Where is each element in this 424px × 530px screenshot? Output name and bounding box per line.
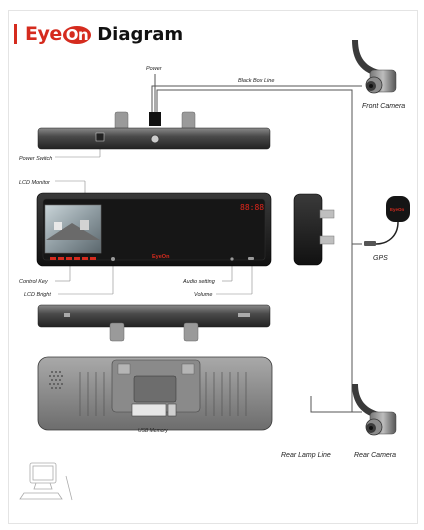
black-box-wire-b <box>156 89 362 245</box>
mirror-bottom-view <box>37 304 271 342</box>
gps-label: GPS <box>373 255 388 262</box>
mirror-front-view: 88:88 EyeOn <box>36 192 272 267</box>
black-box-wire-a <box>151 85 348 112</box>
usb-memory-slot[interactable] <box>131 403 167 417</box>
front-camera-icon <box>352 40 397 94</box>
led-display: 88:88 <box>240 203 264 212</box>
wiring <box>151 74 362 413</box>
brand-prefix: Eye <box>25 23 62 45</box>
lcd-bright-knob[interactable] <box>111 257 115 261</box>
front-camera-label: Front Camera <box>362 103 405 110</box>
mirror-side-view <box>293 193 335 266</box>
power-switch-icon[interactable] <box>95 132 105 142</box>
usb-memory-label: USB Memory <box>138 428 168 434</box>
computer-icon <box>19 462 73 501</box>
brand-suffix: On <box>62 26 92 44</box>
control-keys[interactable] <box>50 257 96 260</box>
mirror-logo: EyeOn <box>152 254 170 260</box>
rear-camera-icon <box>352 384 397 436</box>
diagram-frame <box>8 10 418 524</box>
page-title: Diagram <box>97 23 184 45</box>
rear-camera-label: Rear Camera <box>354 452 396 459</box>
title-accent-bar <box>14 24 17 44</box>
lcd-monitor-label: LCD Monitor <box>19 180 51 186</box>
speaker-icon <box>49 371 63 389</box>
rear-lamp-line-label: Rear Lamp Line <box>281 452 331 459</box>
mirror-back-view <box>37 356 273 431</box>
audio-setting-label: Audio setting <box>182 279 216 285</box>
rear-lamp-wire <box>310 396 352 413</box>
black-box-line-label: Black Box Line <box>238 78 274 84</box>
power-label: Power <box>146 66 163 72</box>
power-switch-label: Power Switch <box>19 156 52 162</box>
gps-antenna-icon: EyeOn <box>364 196 410 246</box>
audio-setting-knob[interactable] <box>230 257 234 261</box>
control-key-label: Control Key <box>19 279 49 285</box>
volume-label: Volume <box>194 292 212 298</box>
gps-logo: EyeOn <box>390 207 405 212</box>
volume-knob[interactable] <box>248 257 254 260</box>
mirror-top-view <box>37 111 271 150</box>
lcd-bright-label: LCD Bright <box>24 292 51 298</box>
